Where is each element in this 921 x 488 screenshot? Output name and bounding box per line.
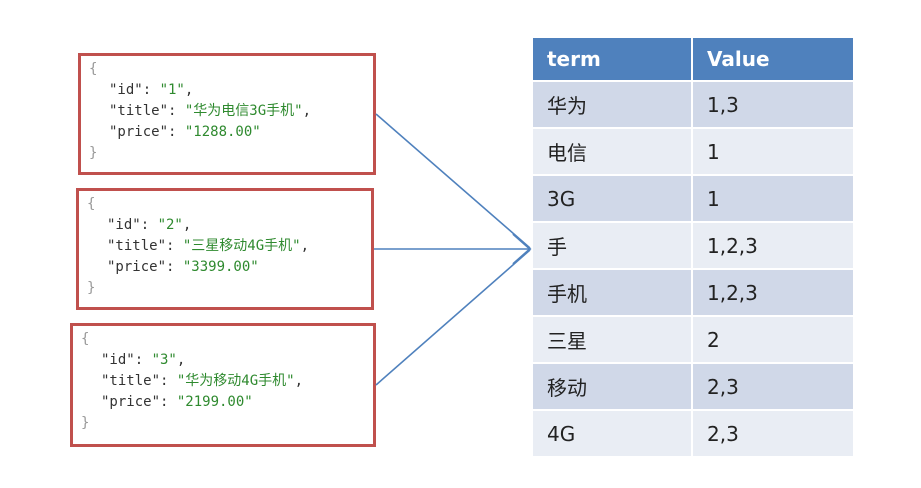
value-cell: 1 [693, 174, 855, 221]
term-cell: 华为 [533, 80, 693, 127]
open-brace: { [87, 196, 96, 212]
price-key: "price": [109, 124, 185, 140]
table-row: 4G 2,3 [533, 409, 855, 456]
title-value: "华为电信3G手机" [184, 103, 303, 119]
table-row: 手 1,2,3 [533, 221, 855, 268]
open-brace: { [81, 331, 90, 347]
term-cell: 手 [533, 221, 693, 268]
close-brace: } [89, 145, 98, 161]
title-value: "华为移动4G手机" [176, 373, 295, 389]
price-value: "3399.00" [182, 259, 259, 275]
table-row: 华为 1,3 [533, 80, 855, 127]
close-brace: } [87, 280, 96, 296]
title-value: "三星移动4G手机" [182, 238, 301, 254]
document-2: {"id": "2","title": "三星移动4G手机","price": … [76, 188, 374, 310]
id-value: "1" [159, 82, 185, 98]
title-key: "title": [109, 103, 185, 119]
price-key: "price": [107, 259, 183, 275]
header-value: Value [693, 38, 855, 80]
value-cell: 2 [693, 315, 855, 362]
value-cell: 1 [693, 127, 855, 174]
table-row: 手机 1,2,3 [533, 268, 855, 315]
value-cell: 1,2,3 [693, 268, 855, 315]
term-cell: 手机 [533, 268, 693, 315]
close-brace: } [81, 415, 90, 431]
document-3: {"id": "3","title": "华为移动4G手机","price": … [70, 323, 376, 447]
header-term: term [533, 38, 693, 80]
price-value: "1288.00" [184, 124, 261, 140]
table-row: 电信 1 [533, 127, 855, 174]
id-key: "id": [107, 217, 158, 233]
title-key: "title": [107, 238, 183, 254]
inverted-index-table: term Value 华为 1,3 电信 1 3G 1 手 1,2,3 手机 1… [533, 38, 855, 456]
term-cell: 三星 [533, 315, 693, 362]
open-brace: { [89, 61, 98, 77]
price-key: "price": [101, 394, 177, 410]
value-cell: 2,3 [693, 362, 855, 409]
term-cell: 4G [533, 409, 693, 456]
value-cell: 1,2,3 [693, 221, 855, 268]
price-value: "2199.00" [176, 394, 253, 410]
arrow-head-icon [512, 233, 532, 265]
document-1: {"id": "1","title": "华为电信3G手机","price": … [78, 53, 376, 175]
id-value: "3" [151, 352, 177, 368]
title-key: "title": [101, 373, 177, 389]
term-cell: 3G [533, 174, 693, 221]
table-row: 移动 2,3 [533, 362, 855, 409]
id-value: "2" [157, 217, 183, 233]
value-cell: 2,3 [693, 409, 855, 456]
arrow-line-doc-3 [375, 249, 531, 386]
table-row: 三星 2 [533, 315, 855, 362]
value-cell: 1,3 [693, 80, 855, 127]
id-key: "id": [101, 352, 152, 368]
term-cell: 电信 [533, 127, 693, 174]
arrow-line-doc-1 [375, 113, 531, 249]
table-header-row: term Value [533, 38, 855, 80]
term-cell: 移动 [533, 362, 693, 409]
id-key: "id": [109, 82, 160, 98]
table-row: 3G 1 [533, 174, 855, 221]
